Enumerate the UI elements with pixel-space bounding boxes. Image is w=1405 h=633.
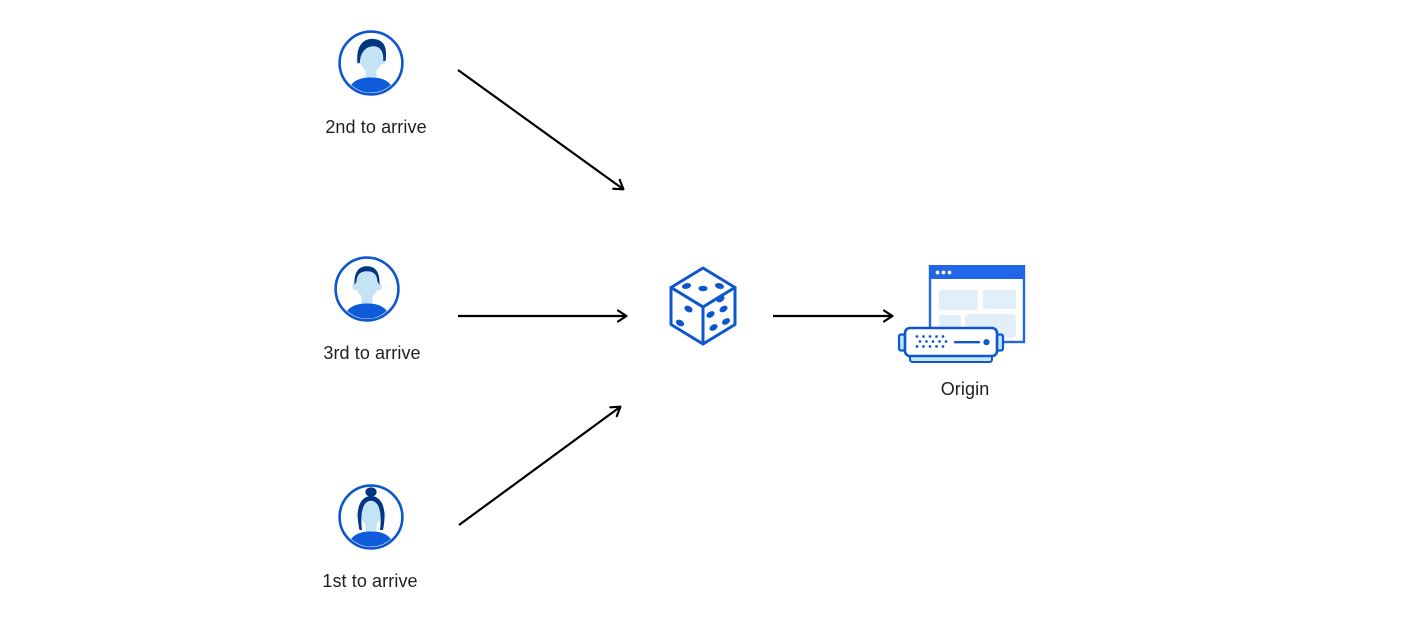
- server-icon: [897, 326, 1005, 363]
- arrow-client1-to-dice: [458, 405, 622, 526]
- server-vent-dots: [915, 335, 948, 348]
- user-avatar-icon: [334, 256, 400, 322]
- client-node-1st-to-arrive: [338, 484, 404, 555]
- client-label-2nd: 2nd to arrive: [325, 117, 427, 137]
- arrow-client2-to-dice: [457, 69, 625, 191]
- user-avatar-icon: [338, 484, 404, 550]
- origin-node: [897, 264, 1027, 368]
- dice-node: [668, 266, 738, 351]
- client-label-1st: 1st to arrive: [322, 571, 418, 591]
- origin-server-icon: [897, 264, 1026, 363]
- user-avatar-icon: [338, 30, 404, 96]
- client-label-3rd: 3rd to arrive: [323, 343, 421, 363]
- client-node-3rd-to-arrive: [334, 256, 400, 327]
- dice-icon: [669, 266, 737, 346]
- server-status-light: [983, 339, 990, 346]
- client-node-2nd-to-arrive: [338, 30, 404, 101]
- origin-label: Origin: [940, 379, 990, 399]
- dice-pips: [675, 283, 731, 331]
